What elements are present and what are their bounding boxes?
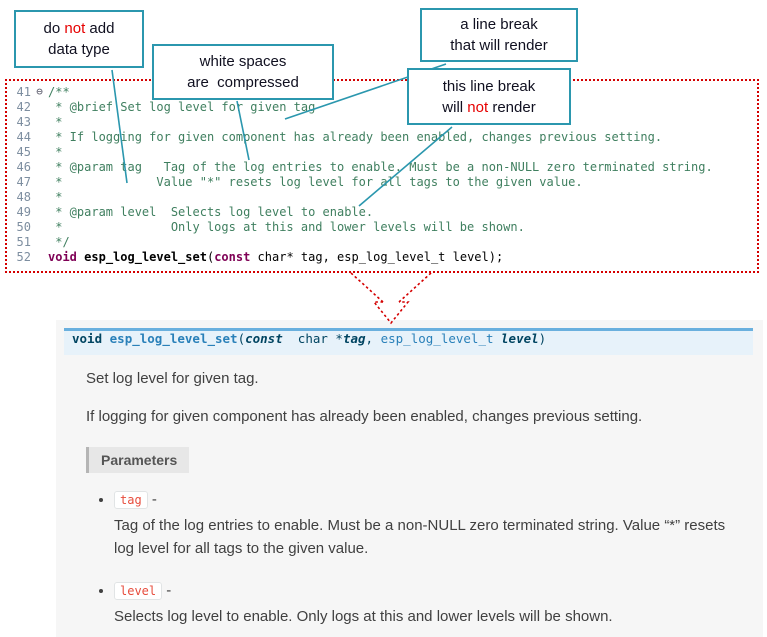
fold-marker-icon: ⊖: [36, 85, 43, 98]
line-number: 42: [16, 100, 31, 114]
fold-gutter: [31, 100, 48, 115]
code-line: 42 * @brief Set log level for given tag: [7, 100, 757, 115]
line-content: *: [48, 115, 63, 129]
code-line: 46 * @param tag Tag of the log entries t…: [7, 160, 757, 175]
rendered-doc-panel: void esp_log_level_set(const char *tag, …: [56, 320, 763, 637]
line-number: 49: [16, 205, 31, 219]
fold-gutter: [31, 115, 48, 130]
line-content: * If logging for given component has alr…: [48, 130, 663, 144]
line-content: * @param level Selects log level to enab…: [48, 205, 374, 219]
fold-gutter: [31, 145, 48, 160]
param-description: Selects log level to enable. Only logs a…: [114, 608, 613, 625]
code-line: 47 * Value "*" resets log level for all …: [7, 175, 757, 190]
callout-line-break-not-render: this line break will not render: [407, 68, 571, 125]
line-content: *: [48, 145, 63, 159]
fold-gutter: [31, 175, 48, 190]
callout-line: are compressed: [187, 74, 299, 91]
line-content: * Value "*" resets log level for all tag…: [48, 175, 583, 189]
line-content: */: [48, 235, 70, 249]
callout-line: will not render: [442, 98, 536, 116]
line-content: *: [48, 190, 63, 204]
line-number: 44: [16, 130, 31, 144]
param-description: Tag of the log entries to enable. Must b…: [114, 517, 726, 557]
code-line: 52 void esp_log_level_set(const char* tag…: [7, 250, 757, 265]
line-number: 45: [16, 145, 31, 159]
param-name-code: level: [114, 582, 163, 600]
fold-gutter: [31, 250, 48, 265]
doc-body: Set log level for given tag. If logging …: [56, 370, 763, 629]
code-line: 49 * @param level Selects log level to e…: [7, 205, 757, 220]
line-number: 50: [16, 220, 31, 234]
line-number: 51: [16, 235, 31, 249]
line-number: 43: [16, 115, 31, 129]
code-editor: 41⊖/**42 * @brief Set log level for give…: [5, 79, 759, 273]
fold-gutter: [31, 130, 48, 145]
fold-gutter: [31, 220, 48, 235]
line-number: 52: [16, 250, 31, 264]
function-signature: void esp_log_level_set(const char *tag, …: [64, 328, 753, 355]
line-number: 48: [16, 190, 31, 204]
code-line: 44 * If logging for given component has …: [7, 130, 757, 145]
line-content: * @brief Set log level for given tag: [48, 100, 316, 114]
red-dotted-funnel-arrow: [350, 272, 432, 325]
parameters-label: Parameters: [86, 447, 190, 473]
line-content: /**: [48, 85, 70, 99]
callout-no-datatype: do not add data type: [14, 10, 144, 68]
callout-line: this line break: [442, 77, 536, 95]
code-line: 50 * Only logs at this and lower levels …: [7, 220, 757, 235]
callout-line-break-renders: a line break that will render: [420, 8, 578, 62]
callout-line: that will render: [450, 37, 548, 54]
code-line: 41 ⊖ /**: [7, 85, 757, 100]
callout-line: a line break: [460, 16, 538, 33]
code-line: 51 */: [7, 235, 757, 250]
code-line: 43 *: [7, 115, 757, 130]
fold-gutter: [31, 160, 48, 175]
callout-line: white spaces: [199, 53, 287, 70]
line-content: * @param tag Tag of the log entries to e…: [48, 160, 713, 174]
line-content: void esp_log_level_set(const char* tag, …: [48, 250, 504, 264]
line-number: 47: [16, 175, 31, 189]
fold-gutter: [31, 190, 48, 205]
fold-gutter: [31, 205, 48, 220]
param-head: level -: [114, 582, 739, 600]
code-line: 45 *: [7, 145, 757, 160]
code-line: 48 *: [7, 190, 757, 205]
parameters-list: tag - Tag of the log entries to enable. M…: [86, 491, 739, 629]
line-content: * Only logs at this and lower levels wil…: [48, 220, 525, 234]
doc-description: If logging for given component has alrea…: [86, 408, 643, 425]
line-number: 41: [16, 85, 31, 99]
callout-whitespace-compressed: white spaces are compressed: [152, 44, 334, 100]
parameter-item: tag - Tag of the log entries to enable. M…: [114, 491, 739, 560]
code-lines: 41⊖/**42 * @brief Set log level for give…: [7, 85, 757, 265]
line-number: 46: [16, 160, 31, 174]
param-name-code: tag: [114, 491, 148, 509]
fold-gutter: [31, 235, 48, 250]
callout-line: do not add: [43, 20, 115, 37]
doc-brief: Set log level for given tag.: [86, 370, 259, 387]
callout-line: data type: [48, 41, 110, 58]
param-head: tag -: [114, 491, 739, 509]
parameter-item: level - Selects log level to enable. Only…: [114, 582, 739, 629]
